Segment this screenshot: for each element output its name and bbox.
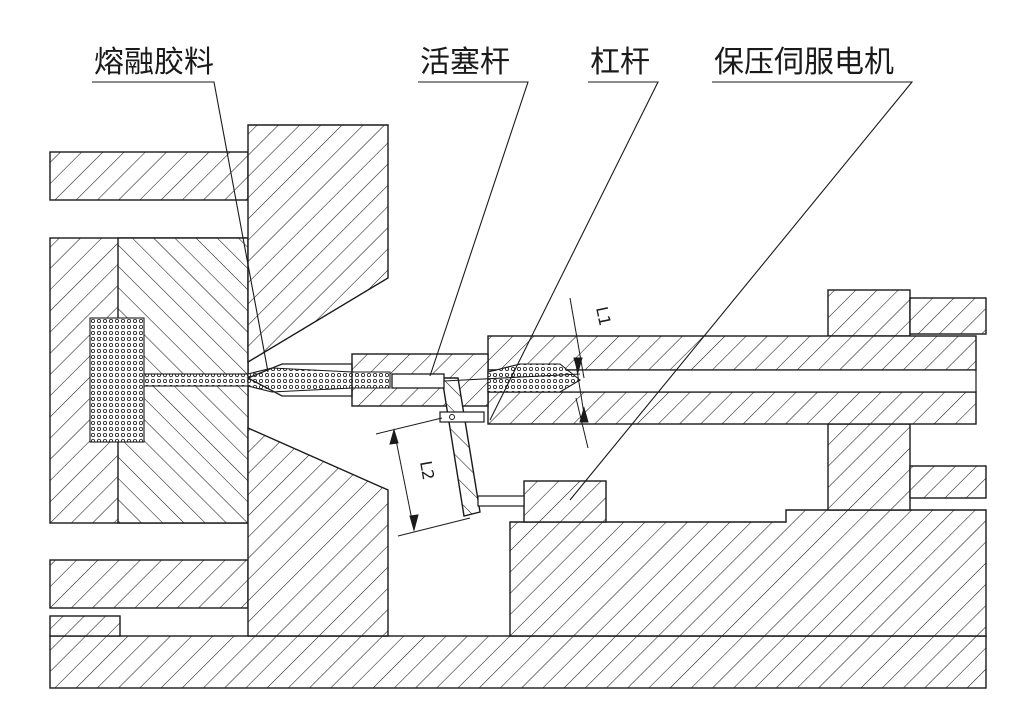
l1-label: L1 <box>592 305 615 328</box>
l2-arrow-top <box>389 428 399 445</box>
leader-piston-rod <box>418 81 529 377</box>
barrel-upper <box>487 335 977 371</box>
label-servo-motor: 保压伺服电机 <box>714 45 894 80</box>
l2-arrow-bottom <box>409 514 419 532</box>
l2-dimension-line <box>393 429 415 531</box>
l2-extension-bottom <box>397 517 471 537</box>
label-piston-rod: 活塞杆 <box>420 45 510 80</box>
label-molten-material: 熔融胶料 <box>94 45 214 80</box>
right-rail-bottom <box>909 465 987 499</box>
leader-servo-motor <box>569 81 914 501</box>
barrel-melt <box>487 363 581 393</box>
runner <box>143 373 249 387</box>
piston-rod <box>391 373 445 389</box>
l2-extension-top <box>375 417 443 435</box>
l1-arrow-top <box>573 357 583 374</box>
lever-link <box>477 495 525 507</box>
right-rail-top <box>909 297 987 335</box>
nozzle-tip <box>246 363 353 397</box>
l1-dimension-line <box>575 363 585 415</box>
l1-extension-bottom <box>575 397 589 449</box>
piston-rod-line <box>443 373 581 382</box>
leader-lever <box>489 81 659 421</box>
base-plate <box>49 635 987 689</box>
lever-pivot-block <box>439 411 485 423</box>
leader-molten-material <box>92 81 269 373</box>
machine-base <box>509 509 987 637</box>
mold-cavity <box>89 317 145 443</box>
top-left-plate <box>49 151 249 201</box>
nozzle-melt <box>351 371 391 389</box>
fixed-mold-lower <box>247 426 389 637</box>
l1-extension-top <box>569 297 585 379</box>
servo-motor-block <box>523 480 607 523</box>
lever-pivot <box>449 414 455 420</box>
fixed-mold-plate <box>247 124 389 364</box>
barrel-lower <box>487 391 977 425</box>
right-column-lower <box>827 423 911 511</box>
l2-label: L2 <box>416 459 438 481</box>
right-column-upper <box>827 289 911 337</box>
base-small-block <box>49 615 121 637</box>
bottom-left-plate <box>49 559 249 609</box>
l1-arrow-bottom <box>579 406 589 423</box>
label-lever: 杠杆 <box>590 45 650 80</box>
